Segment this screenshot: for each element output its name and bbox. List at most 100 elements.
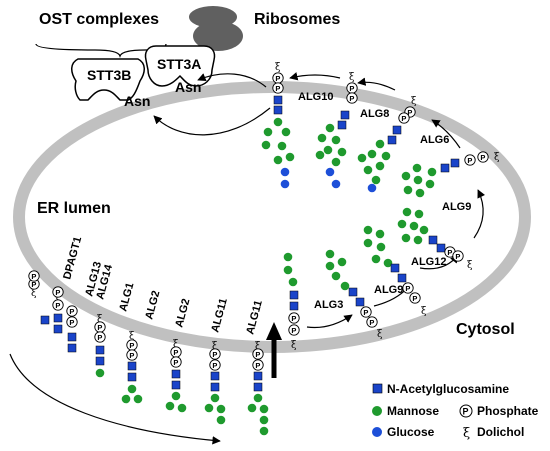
phosphate-symbol: P (212, 350, 217, 359)
flippase-arrowhead (266, 322, 282, 340)
phosphate-symbol: P (173, 358, 178, 367)
glcnac-icon (127, 361, 137, 371)
phosphate-symbol: P (291, 314, 296, 323)
mannose-icon (371, 254, 381, 264)
phosphate-icon (66, 305, 78, 317)
arrow-alg8 (357, 77, 396, 91)
glcnac-icon (397, 273, 407, 283)
enzyme-alg2a: ALG2 (143, 289, 162, 320)
mannose-icon (375, 139, 385, 149)
enzyme-alg8: ALG8 (360, 108, 389, 120)
mannose-icon (414, 209, 424, 219)
dolichol-icon: ξ (255, 341, 261, 352)
mannose-icon (259, 404, 269, 414)
mannose-icon (412, 163, 422, 173)
phosphate-symbol: P (349, 94, 354, 103)
phosphate-symbol: P (31, 272, 36, 281)
phosphate-symbol: P (255, 350, 260, 359)
mannose-icon (383, 258, 393, 268)
mannose-icon (127, 384, 137, 394)
glcnac-icon (253, 371, 263, 381)
phosphate-icon (360, 306, 372, 318)
glcnac-icon (253, 382, 263, 392)
enzyme-alg12: ALG12 (411, 256, 446, 268)
phosphate-symbol: P (412, 294, 417, 303)
mannose-icon (371, 175, 381, 185)
mannose-icon (376, 242, 386, 252)
legend-glucose-icon (372, 427, 382, 437)
phosphate-symbol: P (69, 307, 74, 316)
phosphate-symbol: P (69, 318, 74, 327)
glcnac-icon (348, 287, 358, 297)
phosphate-icon (209, 348, 221, 360)
phosphate-icon (252, 348, 264, 360)
asn-left-label: Asn (124, 93, 150, 109)
glcnac-icon (210, 371, 220, 381)
dolichol-icon: ξ (31, 288, 37, 299)
phosphate-icon (452, 250, 464, 262)
mannose-icon (288, 277, 298, 287)
legend-dolichol-label: Dolichol (477, 425, 524, 439)
lipid-flow-arrow (9, 353, 221, 445)
glucose-icon (331, 179, 341, 189)
mannose-icon (325, 249, 335, 259)
phosphate-symbol: P (129, 341, 134, 350)
glcnac-icon (289, 290, 299, 300)
ost-stt3b-complex (71, 58, 145, 101)
phosphate-symbol: P (255, 361, 260, 370)
enzyme-alg3: ALG3 (314, 299, 343, 311)
mannose-icon (363, 238, 373, 248)
glcnac-icon (392, 125, 402, 135)
dolichol-icon: ξ (173, 339, 179, 350)
dolichol-icon: ξ (494, 152, 500, 163)
phosphate-symbol: P (291, 326, 296, 335)
glcnac-icon (210, 382, 220, 392)
glcnac-icon (428, 235, 438, 245)
mannose-icon (216, 415, 226, 425)
asn-right-label: Asn (175, 79, 201, 95)
phosphate-icon (398, 112, 410, 124)
phosphate-symbol: P (55, 301, 60, 310)
glcnac-icon (340, 110, 350, 120)
phosphate-symbol: P (407, 108, 412, 117)
legend: N-Acetylglucosamine Mannose Glucose P Ph… (372, 382, 539, 441)
mannose-icon (259, 426, 269, 436)
mannose-icon (283, 265, 293, 275)
er-lumen-label: ER lumen (37, 200, 111, 217)
mannose-icon (415, 188, 425, 198)
glcnac-icon (387, 135, 397, 145)
enzyme-alg6: ALG6 (420, 134, 449, 146)
mannose-icon (323, 145, 333, 155)
mannose-icon (247, 403, 257, 413)
phosphate-icon (464, 154, 476, 166)
dolichol-icon: ξ (291, 340, 297, 351)
mannose-icon (401, 171, 411, 181)
phosphate-icon (170, 356, 182, 368)
mannose-icon (403, 185, 413, 195)
mannose-icon (177, 403, 187, 413)
glcnac-icon (273, 105, 283, 115)
mannose-icon (325, 123, 335, 133)
phosphate-icon (477, 151, 489, 163)
enzyme-alg9a: ALG9 (374, 284, 403, 296)
glcnac-icon (67, 343, 77, 353)
phosphate-icon (28, 270, 40, 282)
glcnac-icon (53, 324, 63, 334)
glucose-icon (280, 167, 290, 177)
phosphate-symbol: P (129, 351, 134, 360)
legend-phosphate-label: Phosphate (477, 404, 539, 418)
glcnac-icon (273, 95, 283, 105)
er-membrane (13, 81, 531, 353)
mannose-icon (121, 394, 131, 404)
dolichol-icon: ξ (411, 96, 417, 107)
mannose-icon (285, 152, 295, 162)
glucose-icon (325, 167, 335, 177)
stt3a-label: STT3A (157, 56, 201, 72)
phosphate-icon (252, 359, 264, 371)
phosphate-symbol: P (97, 333, 102, 342)
phosphate-icon (402, 282, 414, 294)
phosphate-icon (272, 82, 284, 94)
dolichol-icon: ξ (349, 72, 355, 83)
phosphate-symbol: P (480, 153, 485, 162)
